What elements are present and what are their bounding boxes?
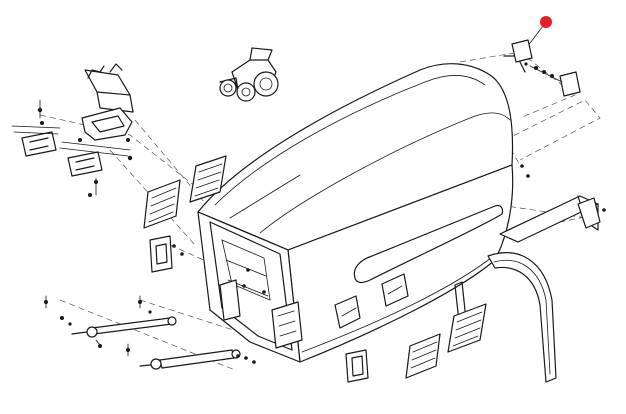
vent-grille-lower-left: [405, 333, 441, 379]
latch-plate-bottom: [345, 349, 369, 383]
gas-strut-upper: [71, 316, 177, 348]
rear-fender-rail: [454, 195, 606, 383]
hinge-bracket-assembly: [11, 63, 134, 197]
red-dot-marker: [540, 16, 552, 28]
vent-grille-lower-right: [447, 303, 487, 353]
tractor-icon: [219, 47, 279, 102]
vent-grille-upper-left: [143, 179, 181, 229]
latch-plate-center: [271, 301, 303, 349]
rear-latch-bracket: [503, 39, 581, 97]
gas-strut-lower: [139, 349, 241, 370]
latch-plate-left: [149, 235, 173, 273]
fasteners: [44, 164, 530, 364]
vent-grille-upper-right: [189, 155, 227, 203]
